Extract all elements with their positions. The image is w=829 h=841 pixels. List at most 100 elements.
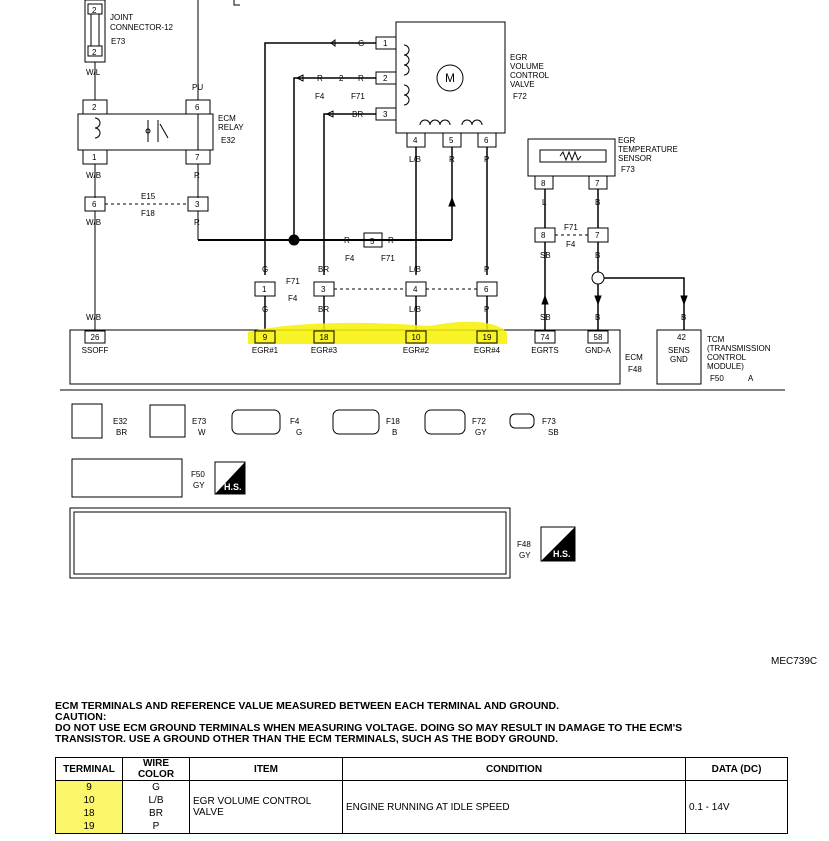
svg-text:L/B: L/B xyxy=(409,155,421,164)
ecm-relay xyxy=(77,99,214,198)
ecm-terminal-name: GND-A xyxy=(585,346,611,355)
svg-text:SB: SB xyxy=(548,428,559,437)
ecm-terminal-box xyxy=(254,330,276,344)
svg-text:GY: GY xyxy=(519,551,531,560)
svg-text:G: G xyxy=(262,265,268,274)
svg-text:VALVE: VALVE xyxy=(510,80,535,89)
svg-text:F71: F71 xyxy=(381,254,395,263)
svg-text:F4: F4 xyxy=(566,240,576,249)
table-row: 9 10 18 19 G L/B BR P EGR VOLUME CONTROL… xyxy=(55,780,788,834)
svg-text:5: 5 xyxy=(449,136,454,145)
svg-text:L: L xyxy=(542,198,547,207)
svg-text:BR: BR xyxy=(116,428,127,437)
svg-text:5: 5 xyxy=(370,237,375,246)
terminal-value: 18 xyxy=(83,808,95,819)
svg-text:SENS: SENS xyxy=(668,346,690,355)
ecm-terminal-name: SSOFF xyxy=(82,346,109,355)
notes-line-3: DO NOT USE ECM GROUND TERMINALS WHEN MEA… xyxy=(55,722,683,734)
svg-text:F71: F71 xyxy=(564,223,578,232)
svg-text:W/L: W/L xyxy=(86,68,101,77)
wire-color-value: G xyxy=(152,782,160,793)
ecm-terminal-box xyxy=(476,330,498,344)
condition-cell: ENGINE RUNNING AT IDLE SPEED xyxy=(342,780,686,834)
svg-text:R: R xyxy=(358,74,364,83)
svg-text:H.S.: H.S. xyxy=(553,549,571,559)
table-header-row: TERMINAL WIRE COLOR ITEM CONDITION DATA … xyxy=(55,757,788,781)
ecm-terminal-number: 74 xyxy=(541,333,550,342)
svg-text:PU: PU xyxy=(192,83,203,92)
svg-text:L/B: L/B xyxy=(409,265,421,274)
svg-text:F71: F71 xyxy=(351,92,365,101)
ecm-terminal-number: 58 xyxy=(594,333,603,342)
svg-text:(TRANSMISSION: (TRANSMISSION xyxy=(707,344,771,353)
svg-text:SENSOR: SENSOR xyxy=(618,154,652,163)
svg-text:BR: BR xyxy=(318,265,329,274)
svg-text:1: 1 xyxy=(92,153,97,162)
svg-text:BR: BR xyxy=(352,110,363,119)
ecm-terminal-box xyxy=(405,330,427,344)
svg-text:F72: F72 xyxy=(472,417,486,426)
ecm-terminal-number: 9 xyxy=(263,333,268,342)
svg-text:F72: F72 xyxy=(513,92,527,101)
svg-text:6: 6 xyxy=(195,103,200,112)
ecm-terminal-box xyxy=(587,330,609,344)
joint-pin-bottom: 2 xyxy=(92,48,97,57)
header-terminal: TERMINAL xyxy=(55,757,123,781)
svg-text:JOINT: JOINT xyxy=(110,13,133,22)
joint-pin-top: 2 xyxy=(92,6,97,15)
ecm-terminal-name: EGR#2 xyxy=(403,346,430,355)
ecm-terminal-table: TERMINAL WIRE COLOR ITEM CONDITION DATA … xyxy=(55,757,788,834)
svg-text:H.S.: H.S. xyxy=(224,482,242,492)
ecm-terminal-name: EGR#1 xyxy=(252,346,279,355)
svg-text:RELAY: RELAY xyxy=(218,123,244,132)
svg-text:1: 1 xyxy=(383,39,388,48)
tcm-body xyxy=(656,329,702,385)
notes-line-1: ECM TERMINALS AND REFERENCE VALUE MEASUR… xyxy=(55,700,560,712)
svg-text:P: P xyxy=(484,155,489,164)
svg-text:R: R xyxy=(388,236,394,245)
svg-text:R: R xyxy=(449,155,455,164)
svg-text:GND: GND xyxy=(670,355,688,364)
header-data: DATA (DC) xyxy=(685,757,788,781)
svg-text:8: 8 xyxy=(541,231,546,240)
svg-text:W/B: W/B xyxy=(86,171,101,180)
svg-text:B: B xyxy=(595,313,600,322)
joint-connector-12 xyxy=(84,0,106,100)
svg-text:4: 4 xyxy=(413,136,418,145)
svg-text:EGR: EGR xyxy=(510,53,528,62)
svg-text:F73: F73 xyxy=(542,417,556,426)
svg-text:6: 6 xyxy=(484,136,489,145)
svg-text:3: 3 xyxy=(321,285,326,294)
svg-text:BR: BR xyxy=(318,305,329,314)
svg-text:W/B: W/B xyxy=(86,218,101,227)
svg-text:7: 7 xyxy=(595,231,600,240)
ecm-terminal-name: EGR#3 xyxy=(311,346,338,355)
terminal-value: 19 xyxy=(83,821,95,832)
svg-text:E73: E73 xyxy=(192,417,207,426)
svg-text:2: 2 xyxy=(339,74,344,83)
notes-line-2: CAUTION: xyxy=(55,711,107,723)
svg-text:SB: SB xyxy=(540,251,551,260)
svg-text:EGR: EGR xyxy=(618,136,636,145)
svg-text:F71: F71 xyxy=(286,277,300,286)
svg-text:P: P xyxy=(484,305,489,314)
svg-text:7: 7 xyxy=(595,179,600,188)
ecm-terminal-name: EGRTS xyxy=(531,346,558,355)
svg-text:4: 4 xyxy=(413,285,418,294)
svg-text:VOLUME: VOLUME xyxy=(510,62,544,71)
svg-text:42: 42 xyxy=(677,333,686,342)
ecm-terminal-box xyxy=(313,330,335,344)
svg-text:R: R xyxy=(194,171,200,180)
svg-text:F73: F73 xyxy=(621,165,635,174)
svg-text:6: 6 xyxy=(92,200,97,209)
svg-text:3: 3 xyxy=(195,200,200,209)
svg-text:CONTROL: CONTROL xyxy=(707,353,747,362)
svg-text:F18: F18 xyxy=(141,209,155,218)
header-condition: CONDITION xyxy=(342,757,686,781)
item-cell: EGR VOLUME CONTROL VALVE xyxy=(189,780,343,834)
svg-text:CONTROL: CONTROL xyxy=(510,71,550,80)
svg-text:7: 7 xyxy=(195,153,200,162)
diagram-code: MEC739C xyxy=(771,656,818,667)
svg-text:GY: GY xyxy=(475,428,487,437)
svg-text:SB: SB xyxy=(540,313,551,322)
